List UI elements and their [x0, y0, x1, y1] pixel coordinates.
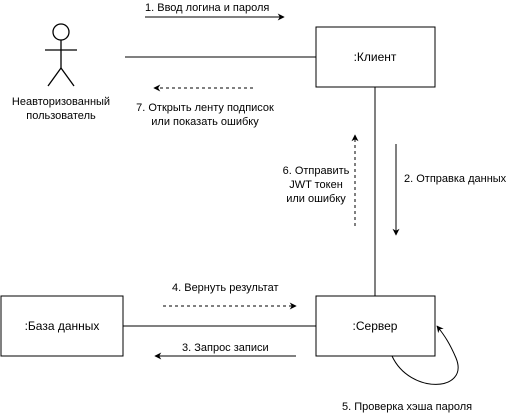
message-5-arrow — [391, 325, 459, 385]
message-5-label: 5. Проверка хэша пароля — [342, 401, 472, 413]
message-6-label-line3: или ошибку — [286, 193, 346, 205]
actor-label-line1: Неавторизованный — [12, 96, 110, 108]
client-node: :Клиент — [315, 26, 436, 88]
message-6-label-line1: 6. Отправить — [283, 165, 350, 177]
message-4-label: 4. Вернуть результат — [172, 282, 279, 294]
server-node: :Сервер — [315, 295, 436, 357]
server-node-label: :Сервер — [353, 319, 398, 333]
message-3-label: 3. Запрос записи — [182, 342, 269, 354]
message-7-label-line2: или показать ошибку — [151, 116, 259, 128]
client-node-label: :Клиент — [354, 50, 397, 64]
message-6-label-line2: JWT токен — [289, 179, 343, 191]
message-2-label: 2. Отправка данных — [404, 173, 507, 185]
database-node-label: :База данных — [25, 319, 100, 333]
actor-label-line2: пользователь — [26, 110, 96, 122]
message-1-label: 1. Ввод логина и пароля — [145, 2, 269, 14]
message-7-label-line1: 7. Открыть ленту подписок — [136, 102, 274, 114]
actor-icon — [45, 23, 77, 87]
database-node: :База данных — [0, 295, 124, 357]
